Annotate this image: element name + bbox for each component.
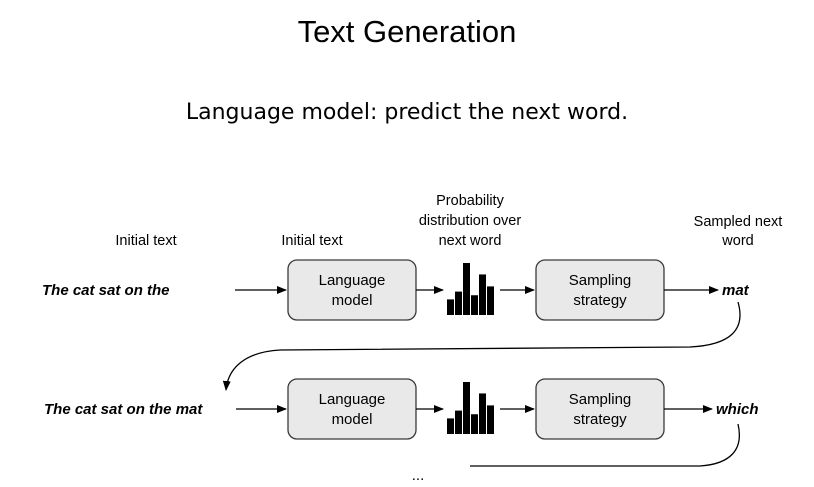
header-initial-text-left: Initial text — [115, 233, 176, 249]
row2-histogram-bar — [455, 410, 462, 434]
row2-model-line1: Language — [319, 391, 386, 408]
header-prob-line2: distribution over — [419, 213, 522, 229]
row2-output-text: which — [716, 401, 759, 418]
row2-probability-histogram — [447, 382, 494, 434]
header-initial-text-model: Initial text — [281, 233, 342, 249]
row2-strategy-line2: strategy — [573, 411, 627, 428]
row1-histogram-bar — [479, 274, 486, 315]
row2-histogram-bar — [487, 405, 494, 434]
row1-histogram-bar — [463, 263, 470, 315]
row2-histogram-bar — [471, 414, 478, 434]
header-prob-line3: next word — [439, 233, 502, 249]
row2-strategy-line1: Sampling — [569, 391, 632, 408]
row1-strategy-line2: strategy — [573, 292, 627, 309]
continuation-curve — [470, 423, 740, 467]
row1-output-text: mat — [722, 282, 750, 299]
row2-sampling-strategy-box — [535, 378, 665, 440]
row1-histogram-bar — [471, 295, 478, 315]
row1-model-line1: Language — [319, 272, 386, 289]
row1-input-text: The cat sat on the — [42, 282, 170, 299]
row2-input-text: The cat sat on the mat — [44, 401, 203, 418]
ellipsis-text: ... — [412, 467, 425, 484]
row1-sampling-strategy-box — [535, 259, 665, 321]
row1-language-model-box — [287, 259, 417, 321]
row1-histogram-bar — [455, 291, 462, 315]
row1-histogram-bar — [487, 286, 494, 315]
row2-histogram-bar — [479, 393, 486, 434]
row2-histogram-bar — [463, 382, 470, 434]
header-sampled-line2: word — [721, 233, 753, 249]
row1-histogram-bar — [447, 299, 454, 315]
feedback-curve-arrow — [222, 301, 741, 391]
header-prob-line1: Probability — [436, 193, 504, 209]
row2-histogram-bar — [447, 418, 454, 434]
row1-strategy-line1: Sampling — [569, 272, 632, 289]
row1-model-line2: model — [332, 292, 373, 309]
row2-model-line2: model — [332, 411, 373, 428]
row1-probability-histogram — [447, 263, 494, 315]
slide-title: Text Generation — [297, 14, 517, 49]
row2-language-model-box — [287, 378, 417, 440]
header-sampled-line1: Sampled next — [694, 214, 783, 230]
slide-subtitle: Language model: predict the next word. — [185, 100, 629, 125]
